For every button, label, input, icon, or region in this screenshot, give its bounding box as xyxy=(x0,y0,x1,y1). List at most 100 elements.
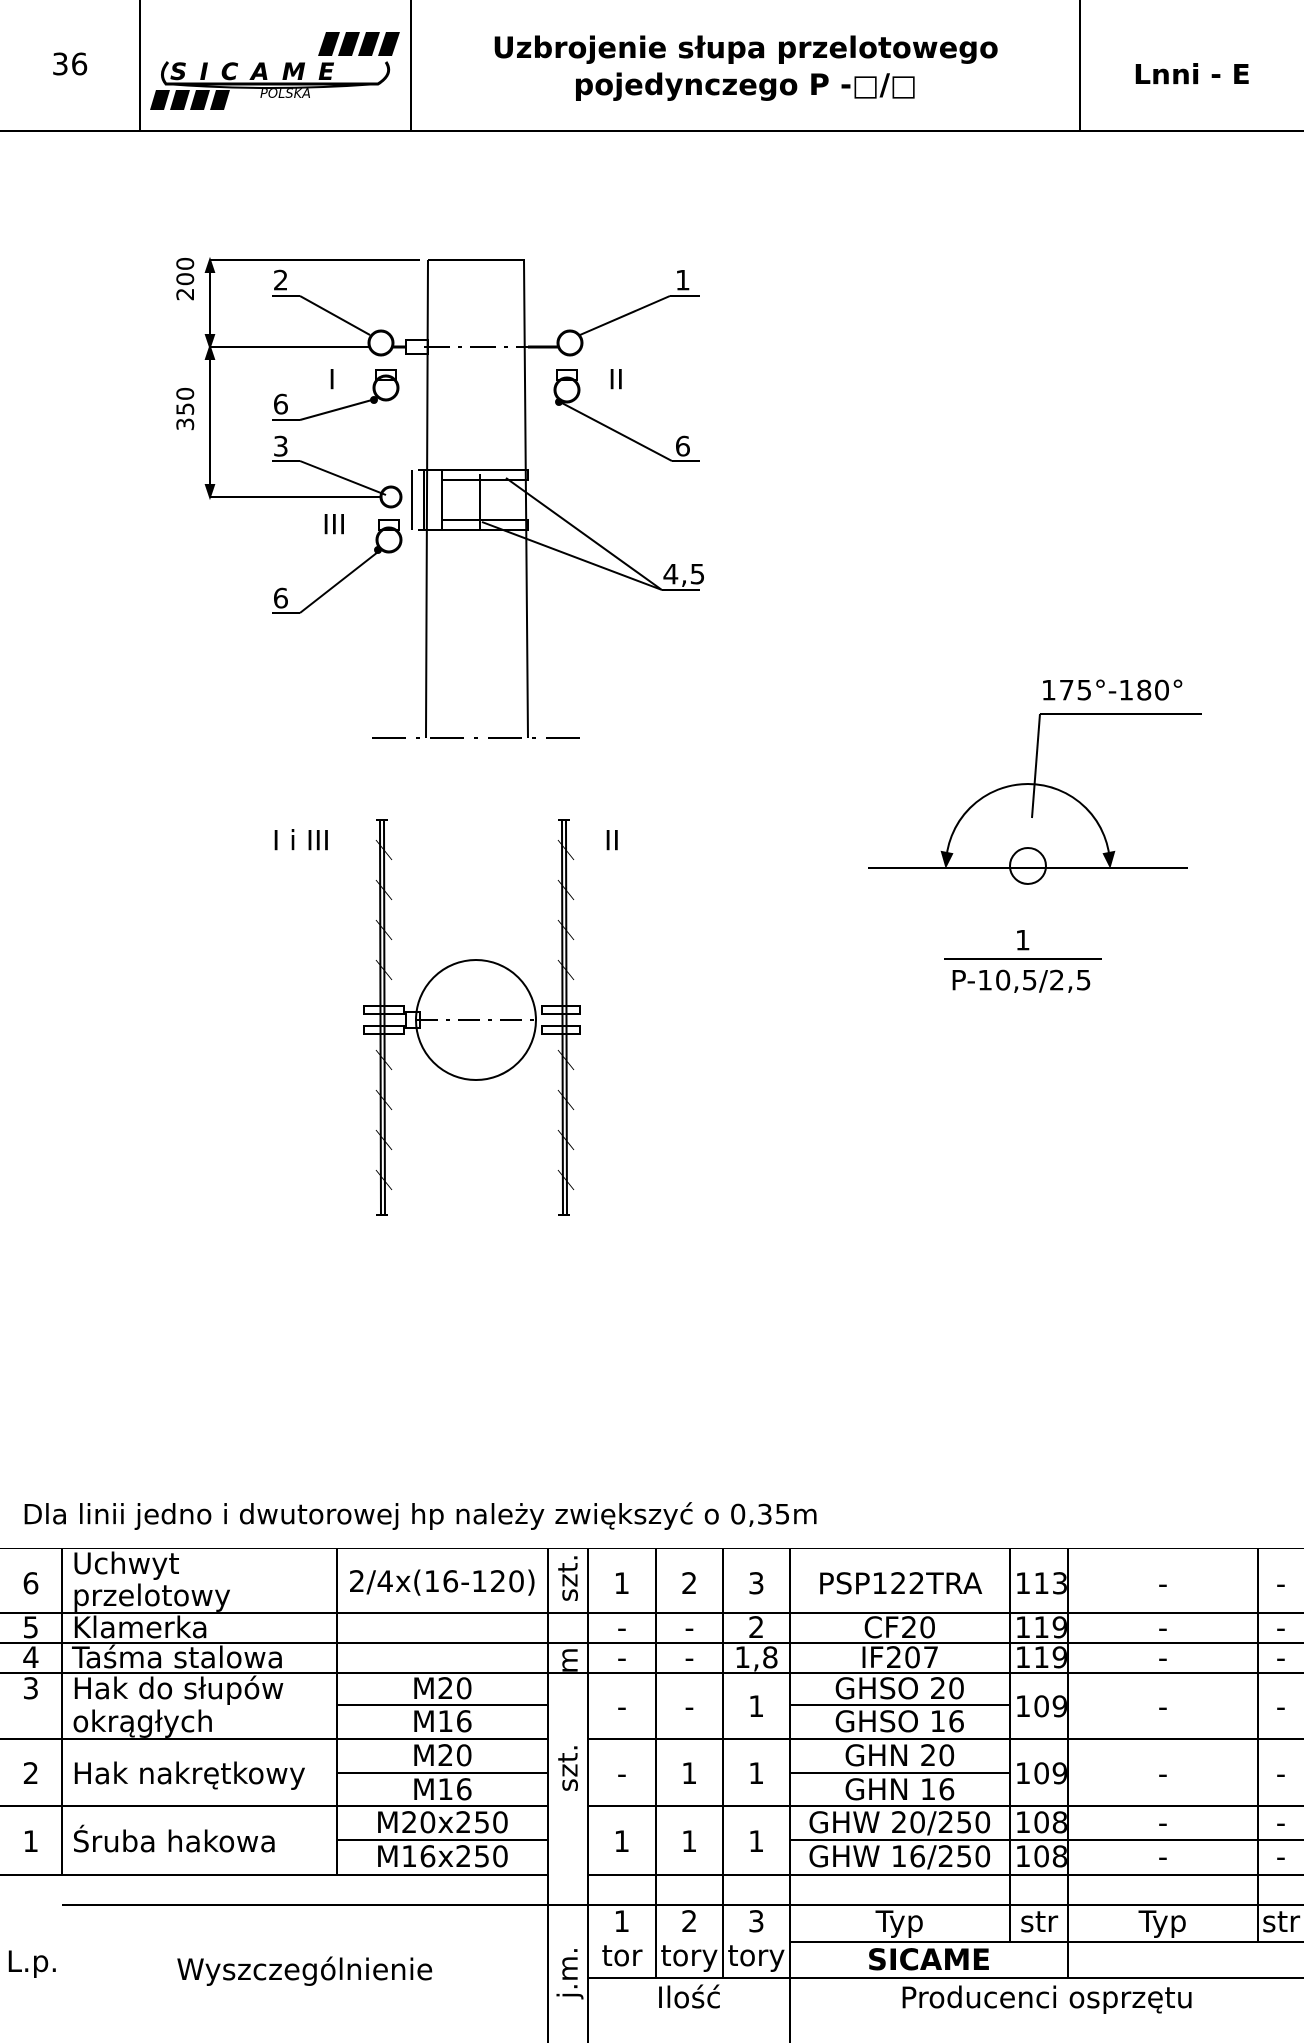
note-text: Dla linii jedno i dwutorowej hp należy z… xyxy=(22,1498,819,1531)
logo-sub: POLSKA xyxy=(260,87,311,102)
row6-typ2: - xyxy=(1157,1567,1169,1601)
document-code: Lnni - E xyxy=(1133,58,1251,91)
row1-spec2: M16x250 xyxy=(375,1840,510,1874)
row4-q2: - xyxy=(684,1641,695,1675)
footer-t3b: tory xyxy=(727,1939,786,1973)
angle-label: 175°-180° xyxy=(1040,674,1185,707)
row6-q1: 1 xyxy=(612,1567,632,1601)
row1-q1: 1 xyxy=(612,1825,632,1859)
row3-name2: okrągłych xyxy=(72,1705,215,1739)
row3-name: Hak do słupów xyxy=(72,1672,285,1706)
row1-name: Śruba hakowa xyxy=(72,1825,278,1859)
footer-t3a: 3 xyxy=(747,1905,766,1939)
row3-str: 109 xyxy=(1014,1690,1070,1724)
footer-lp: L.p. xyxy=(6,1945,60,1979)
row3-typ: GHSO 20 xyxy=(834,1672,966,1706)
roman-II: II xyxy=(608,363,625,396)
row4-q3: 1,8 xyxy=(733,1641,780,1675)
row3-typb: GHSO 16 xyxy=(834,1705,966,1739)
row2-q1: - xyxy=(616,1757,628,1791)
footer-typ: Typ xyxy=(875,1905,925,1939)
row1-q2: 1 xyxy=(680,1825,699,1859)
row5-q1: - xyxy=(616,1611,628,1645)
row4-typ: IF207 xyxy=(859,1641,941,1675)
footer-ilosc: Ilość xyxy=(656,1981,722,2015)
materials-table: 6 Uchwyt przelotowy 2/4x(16-120) szt. 1 … xyxy=(0,1548,1304,2043)
dim-200: 200 xyxy=(172,256,200,302)
row2-typ2: - xyxy=(1157,1757,1169,1791)
plan-left-label: I i III xyxy=(272,824,331,857)
row1-q3: 1 xyxy=(747,1825,766,1859)
label-6a: 6 xyxy=(272,388,290,421)
scheme-type: P-10,5/2,5 xyxy=(950,964,1093,997)
row4-q1: - xyxy=(616,1641,628,1675)
footer-t2a: 2 xyxy=(680,1905,699,1939)
table-grid xyxy=(0,1548,1304,2043)
row5-q2: - xyxy=(684,1611,695,1645)
row6-name: Uchwyt xyxy=(72,1547,180,1581)
row1-typ: GHW 20/250 xyxy=(807,1806,993,1840)
row4-str: 119 xyxy=(1014,1641,1070,1675)
footer-str: str xyxy=(1019,1905,1059,1939)
row5-typ: CF20 xyxy=(863,1611,937,1645)
label-2: 2 xyxy=(272,264,290,297)
footer-sicame: SICAME xyxy=(866,1943,992,1977)
row2-q2: 1 xyxy=(680,1757,699,1791)
row2-str2: - xyxy=(1275,1757,1287,1791)
row2-unit: szt. xyxy=(551,1743,585,1793)
row6-lp: 6 xyxy=(21,1567,41,1601)
footer-t1b: tor xyxy=(601,1939,643,1973)
label-6c: 6 xyxy=(272,582,290,615)
row6-str2: - xyxy=(1275,1567,1287,1601)
title-line-2: pojedynczego P -□/□ xyxy=(573,68,918,102)
label-6b: 6 xyxy=(674,430,692,463)
footer-t1a: 1 xyxy=(612,1905,632,1939)
row4-unit: m xyxy=(551,1646,585,1675)
row5-typ2: - xyxy=(1157,1611,1169,1645)
label-1: 1 xyxy=(674,264,692,297)
row1-str: 108 xyxy=(1014,1806,1070,1840)
logo-text: S I C A M E xyxy=(170,58,336,86)
footer-unit: j.m. xyxy=(551,1946,585,1999)
footer-name: Wyszczególnienie xyxy=(176,1953,434,1987)
row4-typ2: - xyxy=(1157,1641,1169,1675)
row2-typb: GHN 16 xyxy=(843,1773,957,1807)
row6-name2: przelotowy xyxy=(72,1579,232,1613)
row1-str2: - xyxy=(1275,1806,1287,1840)
row2-str: 109 xyxy=(1014,1757,1070,1791)
row2-typ: GHN 20 xyxy=(843,1739,957,1773)
row1-strb: 108 xyxy=(1014,1840,1070,1874)
row1-typ2: - xyxy=(1157,1806,1169,1840)
row6-unit: szt. xyxy=(551,1553,585,1603)
row3-q2: - xyxy=(684,1690,695,1724)
row5-str: 119 xyxy=(1014,1611,1070,1645)
row3-lp: 3 xyxy=(21,1672,41,1706)
row2-q3: 1 xyxy=(747,1757,766,1791)
footer-typ2: Typ xyxy=(1138,1905,1188,1939)
footer-t2b: tory xyxy=(660,1939,719,1973)
label-45: 4,5 xyxy=(662,558,707,591)
roman-III: III xyxy=(322,508,347,541)
row2-lp: 2 xyxy=(21,1757,41,1791)
row3-spec2: M16 xyxy=(411,1705,474,1739)
row2-name: Hak nakrętkowy xyxy=(72,1757,307,1791)
footer-producenci: Producenci osprzętu xyxy=(899,1981,1195,2015)
row5-name: Klamerka xyxy=(72,1611,209,1645)
plan-right-label: II xyxy=(604,824,621,857)
row2-spec2: M16 xyxy=(411,1773,474,1807)
page-title: Uzbrojenie słupa przelotowego pojedyncze… xyxy=(411,30,1080,104)
row5-q3: 2 xyxy=(747,1611,766,1645)
page-number: 36 xyxy=(50,48,90,83)
row3-str2: - xyxy=(1275,1690,1287,1724)
row4-str2: - xyxy=(1275,1641,1287,1675)
scheme-number: 1 xyxy=(1014,924,1032,957)
row2-spec: M20 xyxy=(411,1739,474,1773)
row5-lp: 5 xyxy=(21,1611,41,1645)
row3-spec: M20 xyxy=(411,1672,474,1706)
row3-q3: 1 xyxy=(747,1690,766,1724)
row6-typ: PSP122TRA xyxy=(817,1567,983,1601)
row3-typ2: - xyxy=(1157,1690,1169,1724)
row4-lp: 4 xyxy=(21,1641,41,1675)
row3-q1: - xyxy=(616,1690,628,1724)
